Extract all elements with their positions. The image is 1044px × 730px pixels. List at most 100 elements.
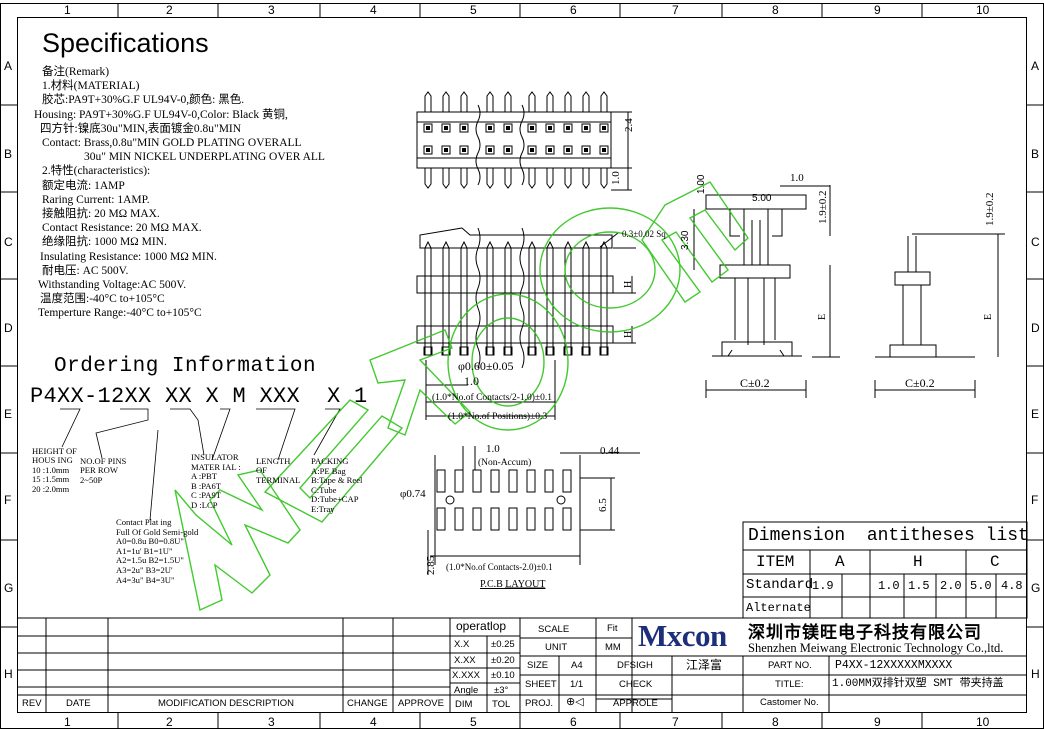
dim-1-0-top: 1.0	[610, 171, 622, 185]
watermark-logo	[174, 181, 749, 611]
row-marker: C	[4, 235, 13, 249]
ordering-line: HOUS ING	[32, 455, 73, 466]
ordering-line: MATER IAL :	[191, 461, 241, 472]
pin-core	[530, 126, 534, 130]
ordering-line: B :PA6T	[191, 480, 222, 491]
title-value: 1.00MM双排针双塑 SMT 带夹持盖	[832, 678, 1004, 690]
column-marker: 10	[976, 715, 990, 729]
remark-line: 胶芯:PA9T+30%G.F UL94V-0,颜色: 黑色.	[42, 94, 245, 107]
column-marker: 10	[976, 3, 990, 17]
rev-header: REV	[22, 698, 42, 709]
dim-side-c1: C±0.2	[740, 376, 770, 390]
pcb-pad	[508, 469, 518, 493]
tol-row3-b: ±0.10	[491, 670, 515, 681]
front-pin	[600, 240, 608, 355]
dim-side-3-30: 3.30	[680, 230, 691, 250]
check-label: CHECK	[619, 679, 653, 690]
column-marker: 7	[672, 715, 679, 729]
ordering-line: A:PE Bag	[311, 465, 346, 476]
pin-tail	[582, 168, 590, 189]
ordering-line: D:Tube+CAP	[311, 494, 359, 505]
ordering-line: A2=1.5u B2=1.5U"	[116, 555, 184, 566]
tol-label: TOL	[492, 699, 511, 710]
ordering-line: 2~50P	[80, 474, 103, 485]
column-marker: 3	[268, 3, 275, 17]
remark-line: 四方针:镍底30u"MIN,表面镀金0.8u"MIN	[40, 122, 242, 135]
dim-pcb-2-85: 2.85	[425, 555, 437, 575]
pcb-pad	[562, 507, 572, 531]
dim-label: DIM	[455, 699, 473, 710]
scale-label: SCALE	[538, 624, 570, 635]
pin-core	[530, 148, 534, 152]
pcb-hole	[445, 495, 455, 505]
pin-tip	[528, 91, 536, 112]
column-marker: 2	[166, 3, 173, 17]
pin-square	[503, 145, 513, 155]
front-pin	[582, 240, 590, 355]
pin-core	[462, 148, 466, 152]
column-marker: 9	[874, 715, 881, 729]
ordering-line: B:Tape & Reel	[311, 475, 363, 486]
remark-line: Housing: PA9T+30%G.F UL94V-0,Color: Blac…	[34, 108, 288, 121]
pin-tip	[504, 91, 512, 112]
company-name-en: Shenzhen Meiwang Electronic Technology C…	[748, 641, 1004, 655]
pin-square	[423, 123, 433, 133]
tol-row4-b: ±3°	[494, 685, 509, 696]
row-marker: E	[1031, 407, 1040, 421]
front-pin	[424, 240, 432, 355]
front-pin	[486, 240, 494, 355]
ordering-line: A4=3u" B4=3U"	[116, 574, 175, 585]
ordering-line: LENGTH	[256, 456, 291, 466]
dimtable-std-h1: 1.0	[878, 579, 900, 593]
ordering-line: C:Tube	[311, 484, 337, 495]
projection-icon: ⊕◁	[566, 696, 584, 708]
pin-tip	[442, 91, 450, 112]
page-title: Specifications	[42, 28, 209, 58]
title-block-grid	[17, 617, 1027, 713]
row-marker: E	[4, 407, 13, 421]
approve-header: APPROVE	[398, 698, 444, 709]
column-marker: 1	[64, 3, 71, 17]
pin-square	[459, 145, 469, 155]
tol-row4-a: Angle	[454, 685, 479, 696]
row-marker: H	[1031, 667, 1040, 681]
tol-header: operatlop	[456, 619, 507, 633]
date-header: DATE	[66, 698, 91, 709]
column-marker: 2	[166, 715, 173, 729]
pin-square	[459, 123, 469, 133]
row-marker: H	[4, 667, 13, 681]
ordering-line: OF	[256, 465, 267, 476]
ordering-line: E:Tray	[311, 504, 335, 514]
column-marker: 9	[874, 3, 881, 17]
remark-line: Withstanding Voltage:AC 500V.	[38, 279, 187, 291]
sheet-label: SHEET	[525, 679, 557, 690]
dimtable-std-c1: 5.0	[970, 579, 992, 593]
tol-row1-a: X.X	[454, 639, 470, 650]
pin-square	[545, 145, 555, 155]
proj-label: PROJ.	[525, 698, 553, 709]
pin-tail	[460, 168, 468, 189]
dim-pcb-0-44: 0.44	[600, 445, 620, 457]
ordering-line: 15 :1.5mm	[32, 474, 70, 485]
pin-tip	[486, 91, 494, 112]
column-marker: 4	[370, 3, 377, 17]
pin-square	[527, 145, 537, 155]
pcb-pad	[508, 507, 518, 531]
row-marker: D	[1031, 321, 1040, 335]
tol-row1-b: ±0.25	[491, 639, 515, 650]
dim-sq: 0.3±0.02 Sq	[622, 229, 666, 239]
pin-tip	[582, 91, 590, 112]
dim-h2: H	[623, 330, 634, 338]
ordering-line: D :LCP	[191, 500, 218, 510]
pcb-pad	[526, 469, 536, 493]
dim-side-1-0: 1.0	[790, 172, 804, 184]
front-pin-foot	[527, 346, 537, 356]
column-marker: 7	[672, 3, 679, 17]
unit-label: UNIT	[545, 642, 568, 653]
column-marker: 3	[268, 715, 275, 729]
top-view	[416, 91, 632, 191]
tol-row3-a: X.XXX	[452, 670, 480, 681]
dim-phi074: φ0.74	[400, 488, 426, 500]
ordering-line: Contact Plat ing	[116, 517, 172, 527]
row-marker: B	[4, 147, 13, 161]
